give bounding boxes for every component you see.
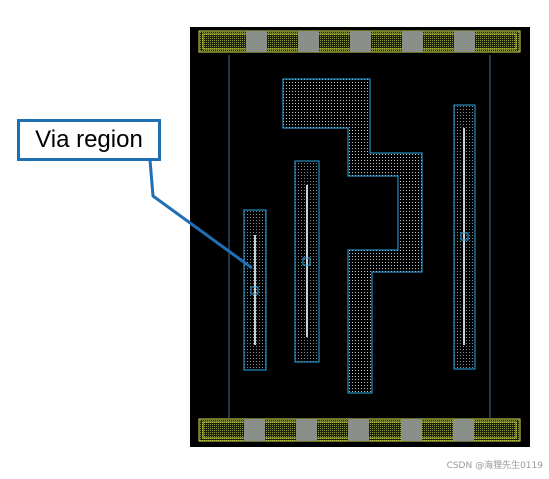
top-power-rail [198,30,521,53]
callout-pointer [148,159,253,270]
watermark: CSDN @海狸先生0119 [446,461,543,471]
via-region-callout: Via region [17,119,161,161]
via-bar-middle [294,160,320,363]
via-bar-left [243,209,267,371]
via-bar-right [453,104,476,370]
metal-snake-shape [282,78,423,394]
bottom-power-rail [198,418,521,442]
callout-label: Via region [35,126,143,153]
